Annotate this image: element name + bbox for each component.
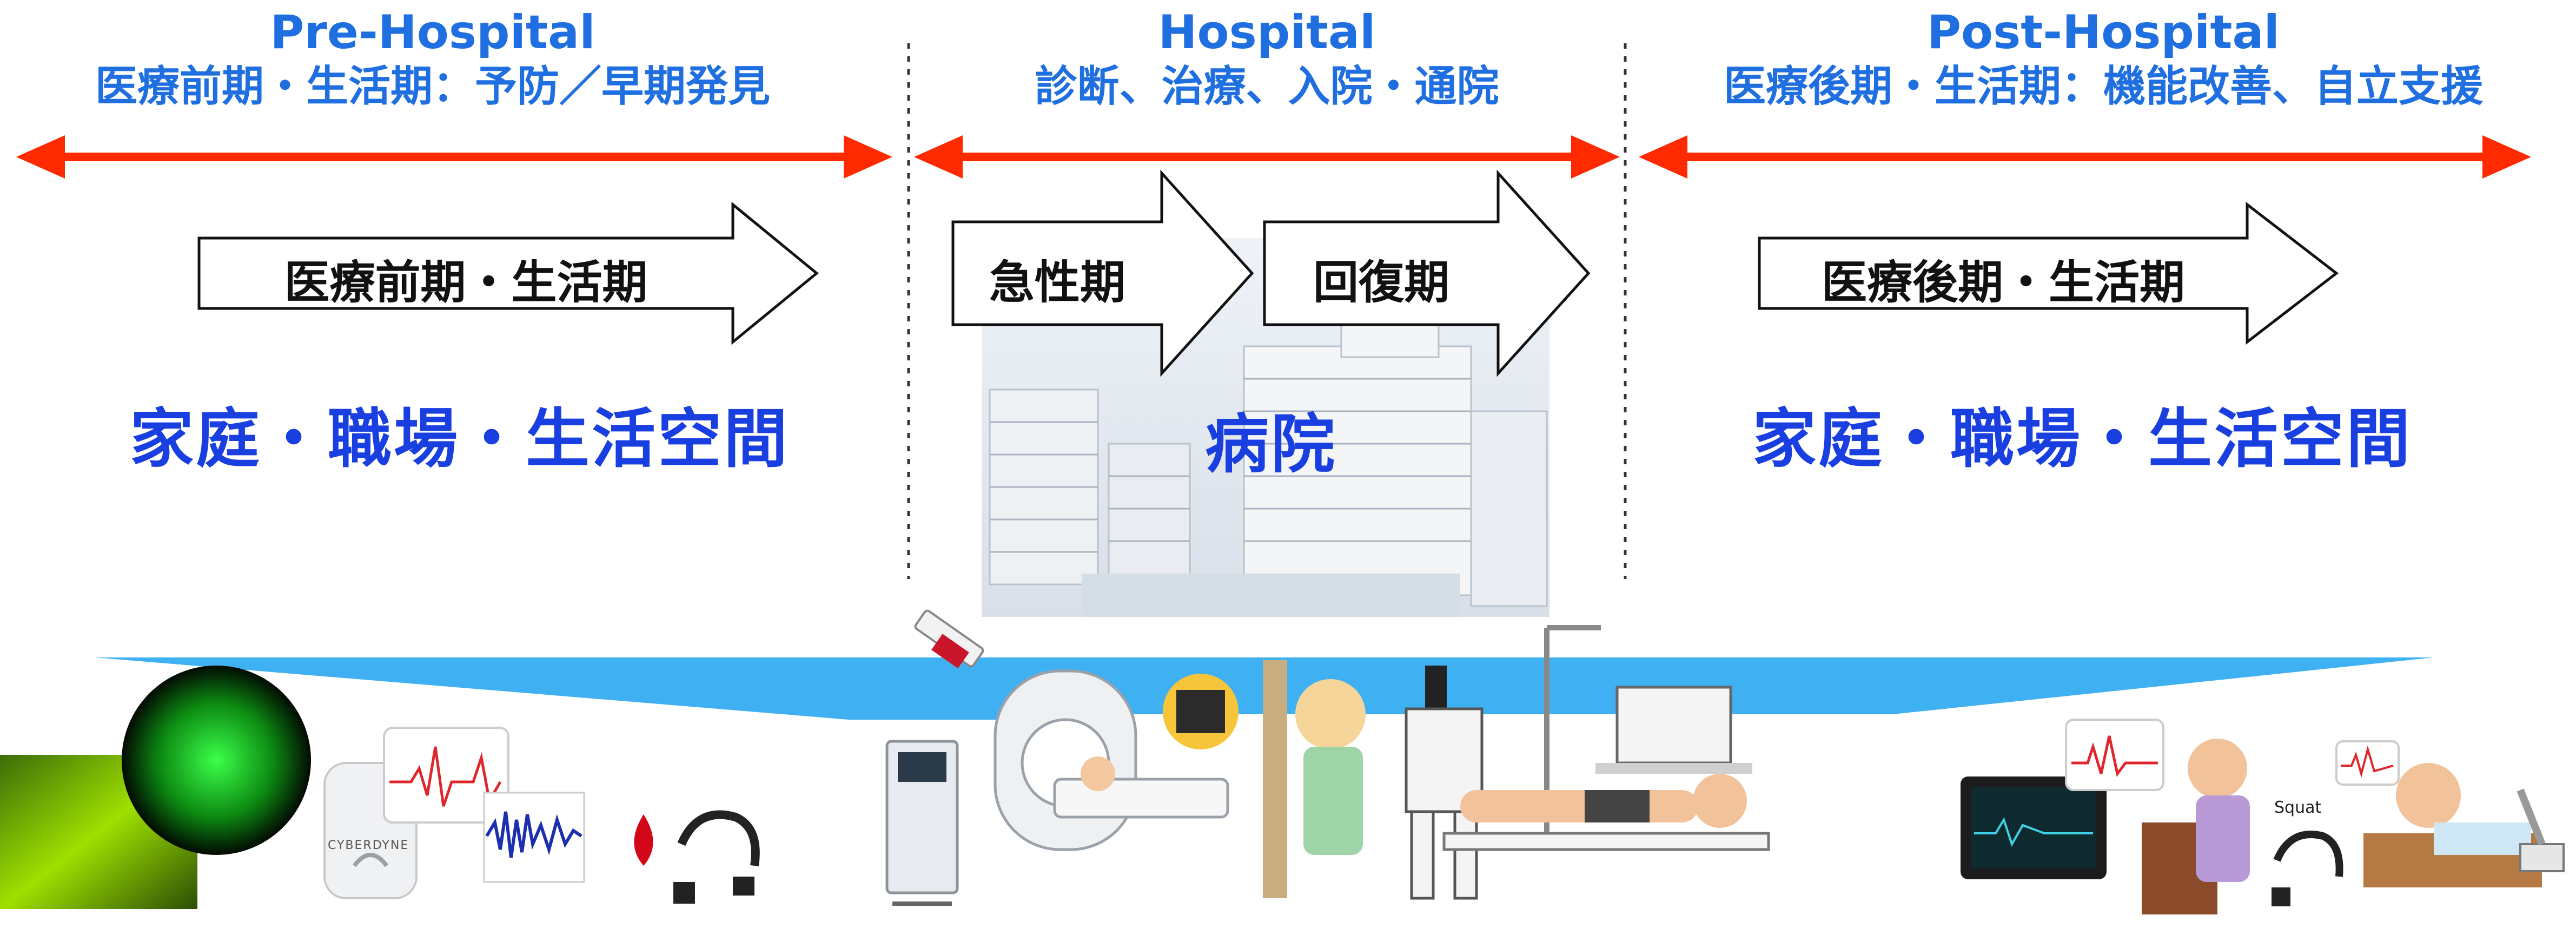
phase-post-hospital: Post-Hospital 医療後期・生活期：機能改善、自立支援 — [1631, 5, 2576, 114]
stage-arrow-acute — [951, 169, 1254, 377]
hospital-bed-rehab-illustration — [1442, 625, 1770, 851]
pre-hospital-timeline-arrow — [16, 135, 892, 179]
ecg-waveform-panel-post — [2065, 719, 2164, 791]
phase-name-hospital: Hospital — [1158, 5, 1376, 60]
ventilator-icon — [885, 740, 959, 906]
robotic-arm-icon — [2517, 788, 2565, 872]
place-label-post: 家庭・職場・生活空間 — [1752, 402, 2412, 476]
post-hospital-timeline-arrow — [1639, 135, 2531, 179]
phase-name-post-hospital: Post-Hospital — [1926, 5, 2280, 60]
chest-xray-icon — [1163, 674, 1239, 749]
elderly-squat-training-illustration — [2142, 739, 2250, 914]
ecg-waveform-panel — [383, 727, 509, 824]
care-funnel-right — [1547, 657, 2434, 714]
phase-pre-hospital: Pre-Hospital 医療前期・生活期：予防／早期発見 — [0, 5, 865, 114]
exoskeleton-robot-icon — [1405, 666, 1484, 900]
hospital-timeline-arrow — [914, 135, 1620, 179]
blood-drop-icon — [634, 814, 653, 866]
care-funnel — [95, 657, 1011, 720]
place-label-hospital: 病院 — [1204, 407, 1337, 482]
patient-at-door-illustration — [1263, 660, 1366, 898]
stage-label-pre: 医療前期・生活期 — [284, 256, 648, 309]
syringe-icon — [914, 609, 984, 669]
stage-arrow-recovery — [1263, 169, 1591, 377]
eeg-headset-icon — [673, 810, 760, 904]
cyberdyne-logo-text: CYBERDYNE — [328, 839, 409, 852]
phase-subtitle-pre-hospital: 医療前期・生活期：予防／早期発見 — [95, 62, 770, 111]
ecg-waveform-panel-bedside — [2335, 740, 2400, 786]
stage-arrow-pre — [197, 201, 819, 345]
phase-name-pre-hospital: Pre-Hospital — [270, 5, 595, 60]
phase-subtitle-post-hospital: 医療後期・生活期：機能改善、自立支援 — [1723, 62, 2483, 111]
stage-arrow-post — [1758, 201, 2339, 345]
stage-label-acute: 急性期 — [989, 256, 1125, 309]
place-label-pre: 家庭・職場・生活空間 — [129, 402, 790, 476]
stage-label-post: 医療後期・生活期 — [1821, 256, 2185, 309]
elderly-bed-patient-illustration — [2363, 763, 2542, 887]
eeg-headset-icon-post — [2272, 831, 2343, 906]
tablet-monitor-icon — [1961, 776, 2107, 879]
emg-waveform-panel — [483, 792, 585, 883]
stage-label-recovery: 回復期 — [1313, 256, 1449, 309]
mri-scanner-icon — [994, 669, 1229, 851]
phase-subtitle-hospital: 診断、治療、入院・通院 — [1035, 62, 1499, 111]
phase-hospital: Hospital 診断、治療、入院・通院 — [914, 5, 1620, 114]
fluorescence-cell-image — [122, 666, 311, 855]
squat-label: Squat — [2274, 798, 2322, 817]
